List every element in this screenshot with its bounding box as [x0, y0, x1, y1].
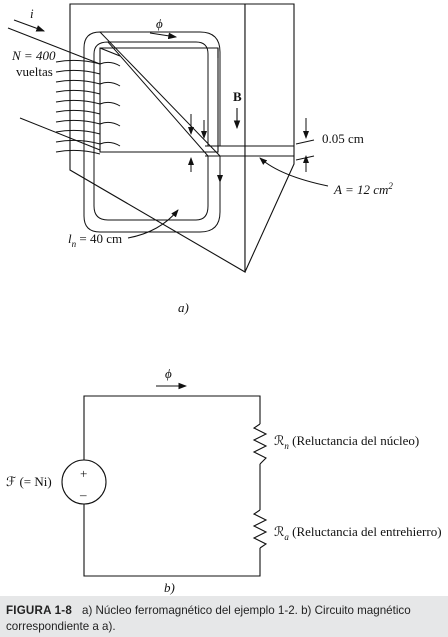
gap-reluctance-resistor — [252, 509, 268, 549]
flux-path — [83, 31, 221, 233]
source-plus: + — [80, 466, 87, 481]
coil-windings — [55, 59, 121, 155]
area-leader — [259, 157, 329, 187]
mmf-source — [61, 459, 107, 505]
current-arrow — [13, 19, 46, 32]
field-label: B — [233, 89, 242, 104]
caption-text-1: a) Núcleo ferromagnético del ejemplo 1-2… — [82, 604, 411, 617]
flux-label-b: ϕ — [165, 366, 172, 381]
figure-canvas: i ϕ N = 400 vueltas B 0.05 cm A = 12 cm2… — [6, 3, 442, 595]
flux-label-a: ϕ — [156, 16, 163, 31]
flux-arrow-a — [149, 32, 178, 40]
flux-path-inner — [93, 41, 209, 221]
core-reluctance-resistor — [252, 423, 268, 465]
lead-wire-bottom — [19, 117, 101, 151]
gap-length-label: 0.05 cm — [322, 131, 364, 146]
turns-label-unit: vueltas — [16, 64, 53, 79]
ferromagnetic-core — [69, 3, 295, 273]
length-leader — [127, 209, 179, 239]
panel-label-a: a) — [178, 300, 189, 315]
area-label: A = 12 cm2 — [333, 181, 393, 197]
current-label: i — [30, 6, 34, 21]
turns-label: N = 400 — [11, 48, 56, 63]
caption-line-1: FIGURA 1-8 a) Núcleo ferromagnético del e… — [6, 603, 442, 619]
figure-number: FIGURA 1-8 — [6, 604, 72, 617]
source-minus: – — [79, 487, 87, 502]
gap-reluctance-label: ℛa (Reluctancia del entrehierro) — [274, 524, 442, 542]
panel-label-b: b) — [164, 580, 175, 595]
gap-dim-line-2 — [295, 155, 315, 161]
gap-dim-line-1 — [295, 139, 315, 145]
lead-wire-top — [7, 27, 101, 65]
length-label: ln = 40 cm — [68, 231, 122, 249]
figure-caption: FIGURA 1-8 a) Núcleo ferromagnético del e… — [0, 596, 448, 637]
magnetic-circuit — [83, 395, 261, 577]
mmf-source-label: ℱ (= Ni) — [6, 474, 52, 489]
caption-text-2: correspondiente a a). — [6, 620, 116, 633]
core-reluctance-label: ℛn (Reluctancia del núcleo) — [274, 433, 419, 451]
